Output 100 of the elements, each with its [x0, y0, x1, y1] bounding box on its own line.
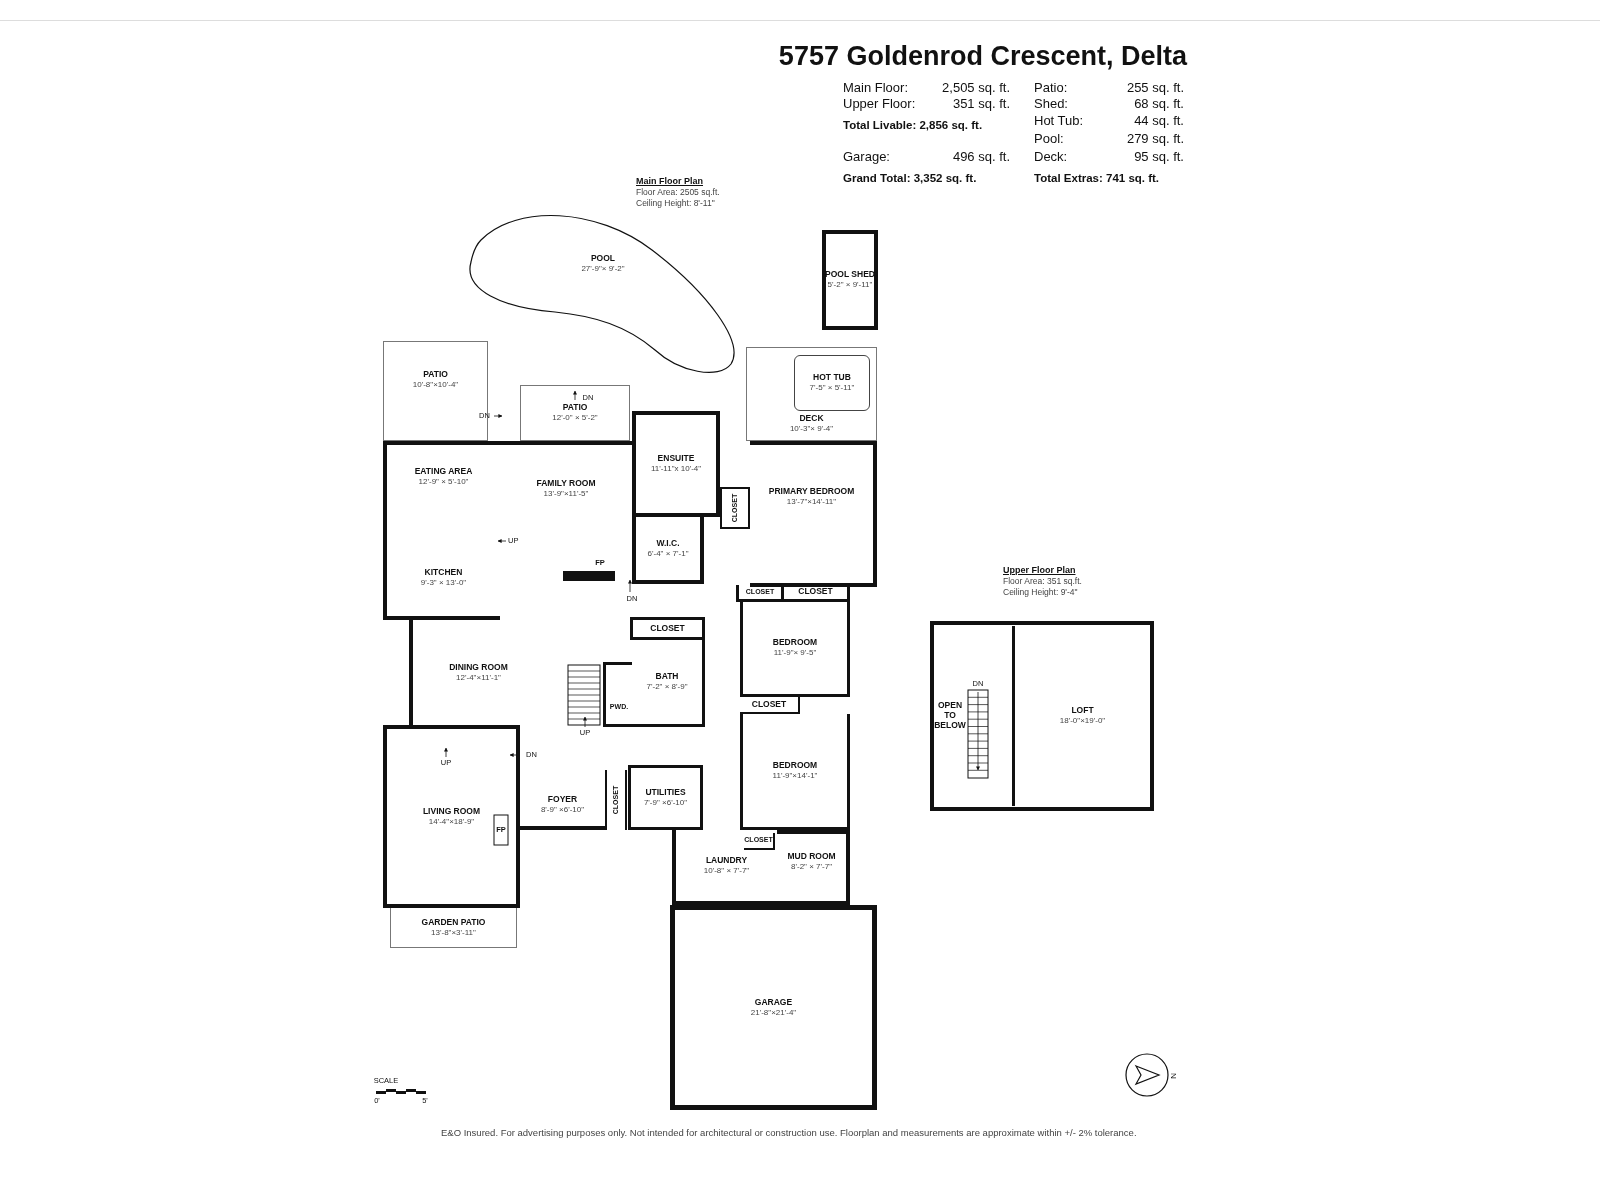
- area-summary-text: Pool:: [1034, 131, 1064, 145]
- room-name: CLOSET: [798, 587, 833, 597]
- room-dimensions: 12'-4"×11'-1": [456, 672, 501, 683]
- area-summary-text: Upper Floor:: [843, 96, 916, 110]
- plan-note: Floor Area: 351 sq.ft.: [1003, 577, 1082, 586]
- room: [784, 585, 850, 602]
- room-name: MUD ROOM: [787, 852, 836, 862]
- area-summary-text: 44 sq. ft.: [1134, 113, 1184, 127]
- room-name: GARAGE: [754, 997, 793, 1008]
- area-summary-text: N: [1169, 1072, 1177, 1079]
- room-dimensions: 7'-9" ×6'-10": [643, 797, 688, 808]
- room: [630, 617, 705, 640]
- room: [603, 662, 632, 727]
- room-name: ENSUITE: [657, 454, 695, 465]
- room-dimensions: 9'-3" × 13'-0": [420, 577, 467, 588]
- area-summary-text: 95 sq. ft.: [1134, 149, 1184, 163]
- room: [632, 411, 720, 517]
- patio-area: [520, 385, 630, 441]
- room: [740, 697, 800, 714]
- room-name: BATH: [655, 672, 679, 683]
- room: [822, 230, 878, 330]
- room-dimensions: 27'-9"× 9'-2": [581, 263, 625, 274]
- room-name: EATING AREA: [414, 467, 473, 477]
- plan-note: Ceiling Height: 9'-4": [1003, 588, 1078, 597]
- area-summary-text: Garage:: [843, 149, 890, 163]
- room-name: LAUNDRY: [705, 855, 748, 866]
- room: [720, 487, 750, 529]
- plan-heading: Main Floor Plan: [636, 177, 703, 187]
- room: [383, 441, 500, 540]
- room: [632, 640, 705, 727]
- room-name: PATIO: [562, 403, 588, 414]
- area-summary-text: 496 sq. ft.: [952, 149, 1010, 163]
- room: [750, 441, 877, 587]
- room-dimensions: 8'-9" ×6'-10": [540, 804, 585, 815]
- area-summary-text: 2,505 sq. ft.: [942, 80, 1010, 94]
- room: [744, 833, 775, 850]
- area-summary-text: Hot Tub:: [1034, 113, 1084, 127]
- room: [628, 765, 703, 830]
- room-name: CLOSET: [650, 623, 685, 634]
- room: [777, 830, 850, 905]
- room-name: LOFT: [1071, 706, 1094, 717]
- plan-heading: Upper Floor Plan: [1003, 566, 1076, 576]
- room-dimensions: 7'-2" × 8'-9": [646, 682, 688, 692]
- area-summary-text: 68 sq. ft.: [1134, 96, 1184, 110]
- room-name: HOT TUB: [813, 373, 851, 384]
- area-summary-text: Deck:: [1034, 149, 1068, 163]
- room-dimensions: 11'-9"×14'-1": [772, 770, 818, 781]
- room-name: PATIO: [423, 370, 448, 380]
- room-dimensions: 10'-3"× 9'-4": [789, 423, 834, 434]
- plan-note: Ceiling Height: 8'-11": [636, 199, 715, 208]
- room-name: BEDROOM: [772, 638, 818, 649]
- room-name: KITCHEN: [424, 568, 463, 578]
- room: [672, 830, 777, 905]
- room-dimensions: 10'-8"×10'-4": [412, 379, 459, 390]
- room-name: POOL SHED: [825, 270, 875, 281]
- room-dimensions: 8'-2" × 7'-7": [791, 861, 832, 872]
- room: [740, 602, 850, 697]
- room: [605, 770, 627, 830]
- room-dimensions: 7'-5" × 5'-11": [809, 383, 855, 393]
- room-dimensions: 12'-9" × 5'-10": [418, 476, 469, 487]
- patio-area: [390, 908, 517, 948]
- room-dimensions: 6'-4" × 7'-1": [647, 548, 689, 559]
- area-summary-text: Grand Total: 3,352 sq. ft.: [843, 172, 977, 185]
- room: [670, 905, 877, 1110]
- room-dimensions: 5'-2" × 9'-11": [827, 280, 873, 290]
- area-summary-text: Total Livable: 2,856 sq. ft.: [843, 119, 983, 132]
- room: [740, 714, 850, 830]
- area-summary-text: Main Floor:: [843, 80, 909, 94]
- patio-area: [383, 341, 488, 441]
- room-name: BEDROOM: [772, 760, 818, 771]
- room: [736, 585, 784, 602]
- area-summary-text: Shed:: [1034, 96, 1068, 110]
- room-name: UTILITIES: [645, 787, 686, 798]
- patio-area: [746, 347, 877, 441]
- area-summary-text: Total Extras: 741 sq. ft.: [1034, 172, 1160, 185]
- room-dimensions: 14'-4"×18'-9": [428, 816, 475, 827]
- room: [632, 517, 704, 584]
- room: [383, 725, 520, 908]
- hot-tub: [794, 355, 870, 411]
- room-name: W.I.C.: [656, 538, 680, 549]
- room-name: DECK: [799, 414, 824, 424]
- room-name: CLOSET: [751, 699, 787, 710]
- room-dimensions: 13'-8"×3'-11": [431, 927, 476, 938]
- room-name: POOL: [590, 254, 616, 264]
- plan-note: Floor Area: 2505 sq.ft.: [636, 188, 720, 197]
- room-dimensions: 13'-7"×14'-11": [786, 496, 837, 507]
- area-summary-text: 351 sq. ft.: [952, 96, 1010, 110]
- plan-note: E&O Insured. For advertising purposes only. Not intended for architectural or construction use. Floorplan and measurements are approximate within +/- 2% tolerance.: [441, 1127, 1137, 1138]
- title: 5757 Goldenrod Crescent, Delta: [778, 43, 1187, 70]
- room-dimensions: 10'-8" × 7'-7": [703, 865, 750, 876]
- room-name: PRIMARY BEDROOM: [768, 487, 855, 497]
- room-dimensions: 11'-11"x 10'-4": [650, 464, 702, 474]
- room-name: GARDEN PATIO: [421, 917, 486, 928]
- area-summary-text: 279 sq. ft.: [1126, 131, 1184, 145]
- room-dimensions: 21'-8"×21'-4": [750, 1007, 797, 1018]
- room-name: OPEN TO BELOW: [934, 701, 966, 731]
- room-dimensions: 12'-0" × 5'-2": [552, 413, 598, 423]
- room-dimensions: 18'-0"×19'-0": [1059, 716, 1106, 726]
- room-name: LIVING ROOM: [422, 806, 481, 817]
- room: [383, 540, 500, 620]
